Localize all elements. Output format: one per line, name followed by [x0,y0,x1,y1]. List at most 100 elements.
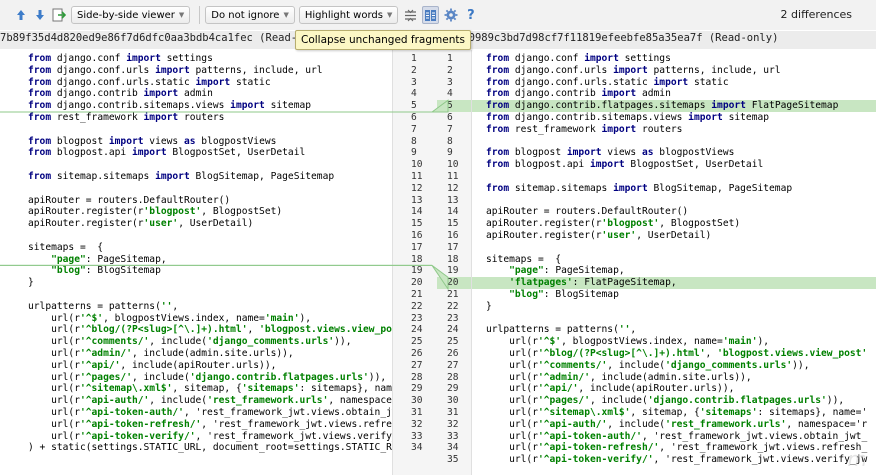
code-line[interactable]: } [28,277,34,289]
left-line-number: 17 [411,241,423,253]
code-line[interactable]: url(r'^comments/', include('django_comme… [486,359,810,371]
settings-button[interactable] [442,6,459,24]
code-line[interactable]: from sitemap.sitemaps import BlogSitemap… [486,182,793,194]
code-line[interactable]: from django.conf import settings [486,53,671,64]
code-line[interactable]: from django.conf.urls import patterns, i… [28,64,323,76]
code-line[interactable]: url(r'^$', blogpostViews.index, name='ma… [28,312,312,324]
code-line[interactable]: url(r'^blog/(?P<slug>[^\.]+).html', 'blo… [486,348,868,359]
code-line[interactable]: apiRouter.register(r'user', UserDetail) [28,218,254,230]
ignore-whitespace-select[interactable]: Do not ignore▼ [205,6,295,24]
left-line-number: 26 [411,348,423,359]
code-line[interactable]: apiRouter.register(r'blogpost', Blogpost… [28,206,283,218]
code-line[interactable]: from django.contrib import admin [28,88,213,100]
code-line[interactable]: "blog": BlogSitemap [509,289,619,300]
code-line[interactable]: from blogpost.api import BlogpostSet, Us… [28,147,306,159]
right-line-number: 1 [447,53,453,64]
code-line[interactable]: from django.conf.urls import patterns, i… [486,64,781,76]
code-line[interactable]: url(r'^sitemap\.xml$', sitemap, {'sitema… [28,383,392,395]
viewer-mode-select[interactable]: Side-by-side viewer▼ [71,6,191,24]
code-line[interactable]: apiRouter = routers.DefaultRouter() [486,206,689,218]
code-line[interactable]: "page": PageSitemap, [509,265,625,277]
code-line[interactable]: url(r'^admin/', include(admin.site.urls)… [28,348,294,359]
right-line-number: 25 [447,336,459,348]
left-line-number: 20 [411,277,423,289]
code-line[interactable]: sitemaps = { [28,241,104,253]
sync-scroll-button[interactable] [422,6,440,24]
code-line[interactable]: url(r'^api/', include(apiRouter.urls)), [28,359,277,371]
code-line[interactable]: from django.contrib.flatpages.sitemaps i… [486,100,839,112]
left-line-number: 28 [411,371,423,383]
right-line-number: 11 [447,171,459,182]
code-line[interactable]: url(r'^blog/(?P<slug>[^\.]+).html', 'blo… [28,324,392,336]
code-line[interactable]: url(r'^pages/', include('django.contrib.… [28,371,387,383]
right-line-number: 28 [447,371,459,383]
right-line-number: 6 [447,112,453,123]
code-line[interactable]: from django.contrib import admin [486,88,671,100]
code-line[interactable]: url(r'^api-token-refresh/', 'rest_framew… [28,418,392,430]
right-line-number: 21 [447,289,459,300]
right-line-number: 8 [447,135,453,147]
code-line[interactable]: url(r'^api-token-verify/', 'rest_framewo… [28,430,392,442]
left-line-number: 9 [411,147,417,159]
code-line[interactable]: urlpatterns = patterns('', [486,324,637,336]
collapse-unchanged-button[interactable] [402,6,419,24]
left-line-number: 15 [411,218,423,230]
highlight-mode-select[interactable]: Highlight words▼ [298,6,399,24]
right-line-number: 9 [447,147,453,159]
left-line-number: 5 [411,100,417,112]
code-line[interactable]: url(r'^pages/', include('django.contrib.… [486,395,845,407]
code-line[interactable]: url(r'^sitemap\.xml$', sitemap, {'sitema… [486,407,868,418]
left-line-number: 18 [411,253,423,265]
code-line[interactable]: 'flatpages': FlatPageSitemap, [509,277,677,289]
code-line[interactable]: "page": PageSitemap, [51,253,167,265]
code-line[interactable]: from django.conf.urls.static import stat… [486,76,729,88]
code-line[interactable]: "blog": BlogSitemap [51,265,161,277]
code-line[interactable]: from sitemap.sitemaps import BlogSitemap… [28,171,335,182]
code-line[interactable]: urlpatterns = patterns('', [28,300,179,312]
code-line[interactable]: apiRouter.register(r'blogpost', Blogpost… [486,218,741,230]
added-line-highlight [472,277,876,289]
code-line[interactable]: apiRouter.register(r'user', UserDetail) [486,230,712,241]
viewer-mode-label: Side-by-side viewer [77,9,175,21]
code-line[interactable]: from blogpost import views as blogpostVi… [28,135,277,147]
code-line[interactable]: url(r'^$', blogpostViews.index, name='ma… [486,336,770,348]
right-line-number: 23 [447,312,459,324]
code-line[interactable]: ) + static(settings.STATIC_URL, document… [28,442,392,454]
code-line[interactable]: sitemaps = { [486,253,562,265]
code-line[interactable]: from blogpost import views as blogpostVi… [486,147,735,159]
code-line[interactable]: url(r'^api-token-auth/', 'rest_framework… [28,407,392,418]
jump-to-source-icon[interactable] [52,7,66,23]
code-line[interactable]: from django.conf import settings [28,53,213,64]
left-line-number: 3 [411,76,417,88]
right-line-number: 35 [447,454,459,466]
next-difference-icon[interactable] [33,7,47,23]
code-line[interactable]: url(r'^api-auth/', include('rest_framewo… [28,395,392,407]
code-line[interactable]: from rest_framework import routers [486,123,683,135]
code-line[interactable]: from django.conf.urls.static import stat… [28,76,271,88]
left-revision-label: 7b89f35d4d820ed9e86f7d6dfc0aa3bdb4ca1fec… [0,32,304,44]
right-line-number: 22 [447,300,459,312]
code-line[interactable]: url(r'^api/', include(apiRouter.urls)), [486,383,735,395]
code-line[interactable]: url(r'^api-token-refresh/', 'rest_framew… [486,442,868,454]
code-line[interactable]: url(r'^api-token-verify/', 'rest_framewo… [486,454,868,466]
code-line[interactable]: from rest_framework import routers [28,112,225,123]
code-line[interactable]: url(r'^admin/', include(admin.site.urls)… [486,371,752,383]
left-line-number: 16 [411,230,423,241]
left-line-number: 27 [411,359,423,371]
right-line-number: 19 [447,265,459,277]
code-line[interactable]: from django.contrib.sitemaps.views impor… [28,100,312,112]
differences-count: 2 differences [780,8,852,21]
code-line[interactable]: url(r'^api-auth/', include('rest_framewo… [486,418,868,430]
code-line[interactable]: url(r'^api-token-auth/', 'rest_framework… [486,430,868,442]
code-line[interactable]: url(r'^comments/', include('django_comme… [28,336,352,348]
left-line-number: 24 [411,324,423,336]
code-line[interactable]: apiRouter = routers.DefaultRouter() [28,194,231,206]
help-button[interactable]: ? [462,6,479,24]
previous-difference-icon[interactable] [14,7,28,23]
code-line[interactable]: from django.contrib.sitemaps.views impor… [486,112,770,123]
code-line[interactable]: } [486,300,492,312]
code-line[interactable]: from blogpost.api import BlogpostSet, Us… [486,159,764,171]
right-line-number: 4 [447,88,453,100]
